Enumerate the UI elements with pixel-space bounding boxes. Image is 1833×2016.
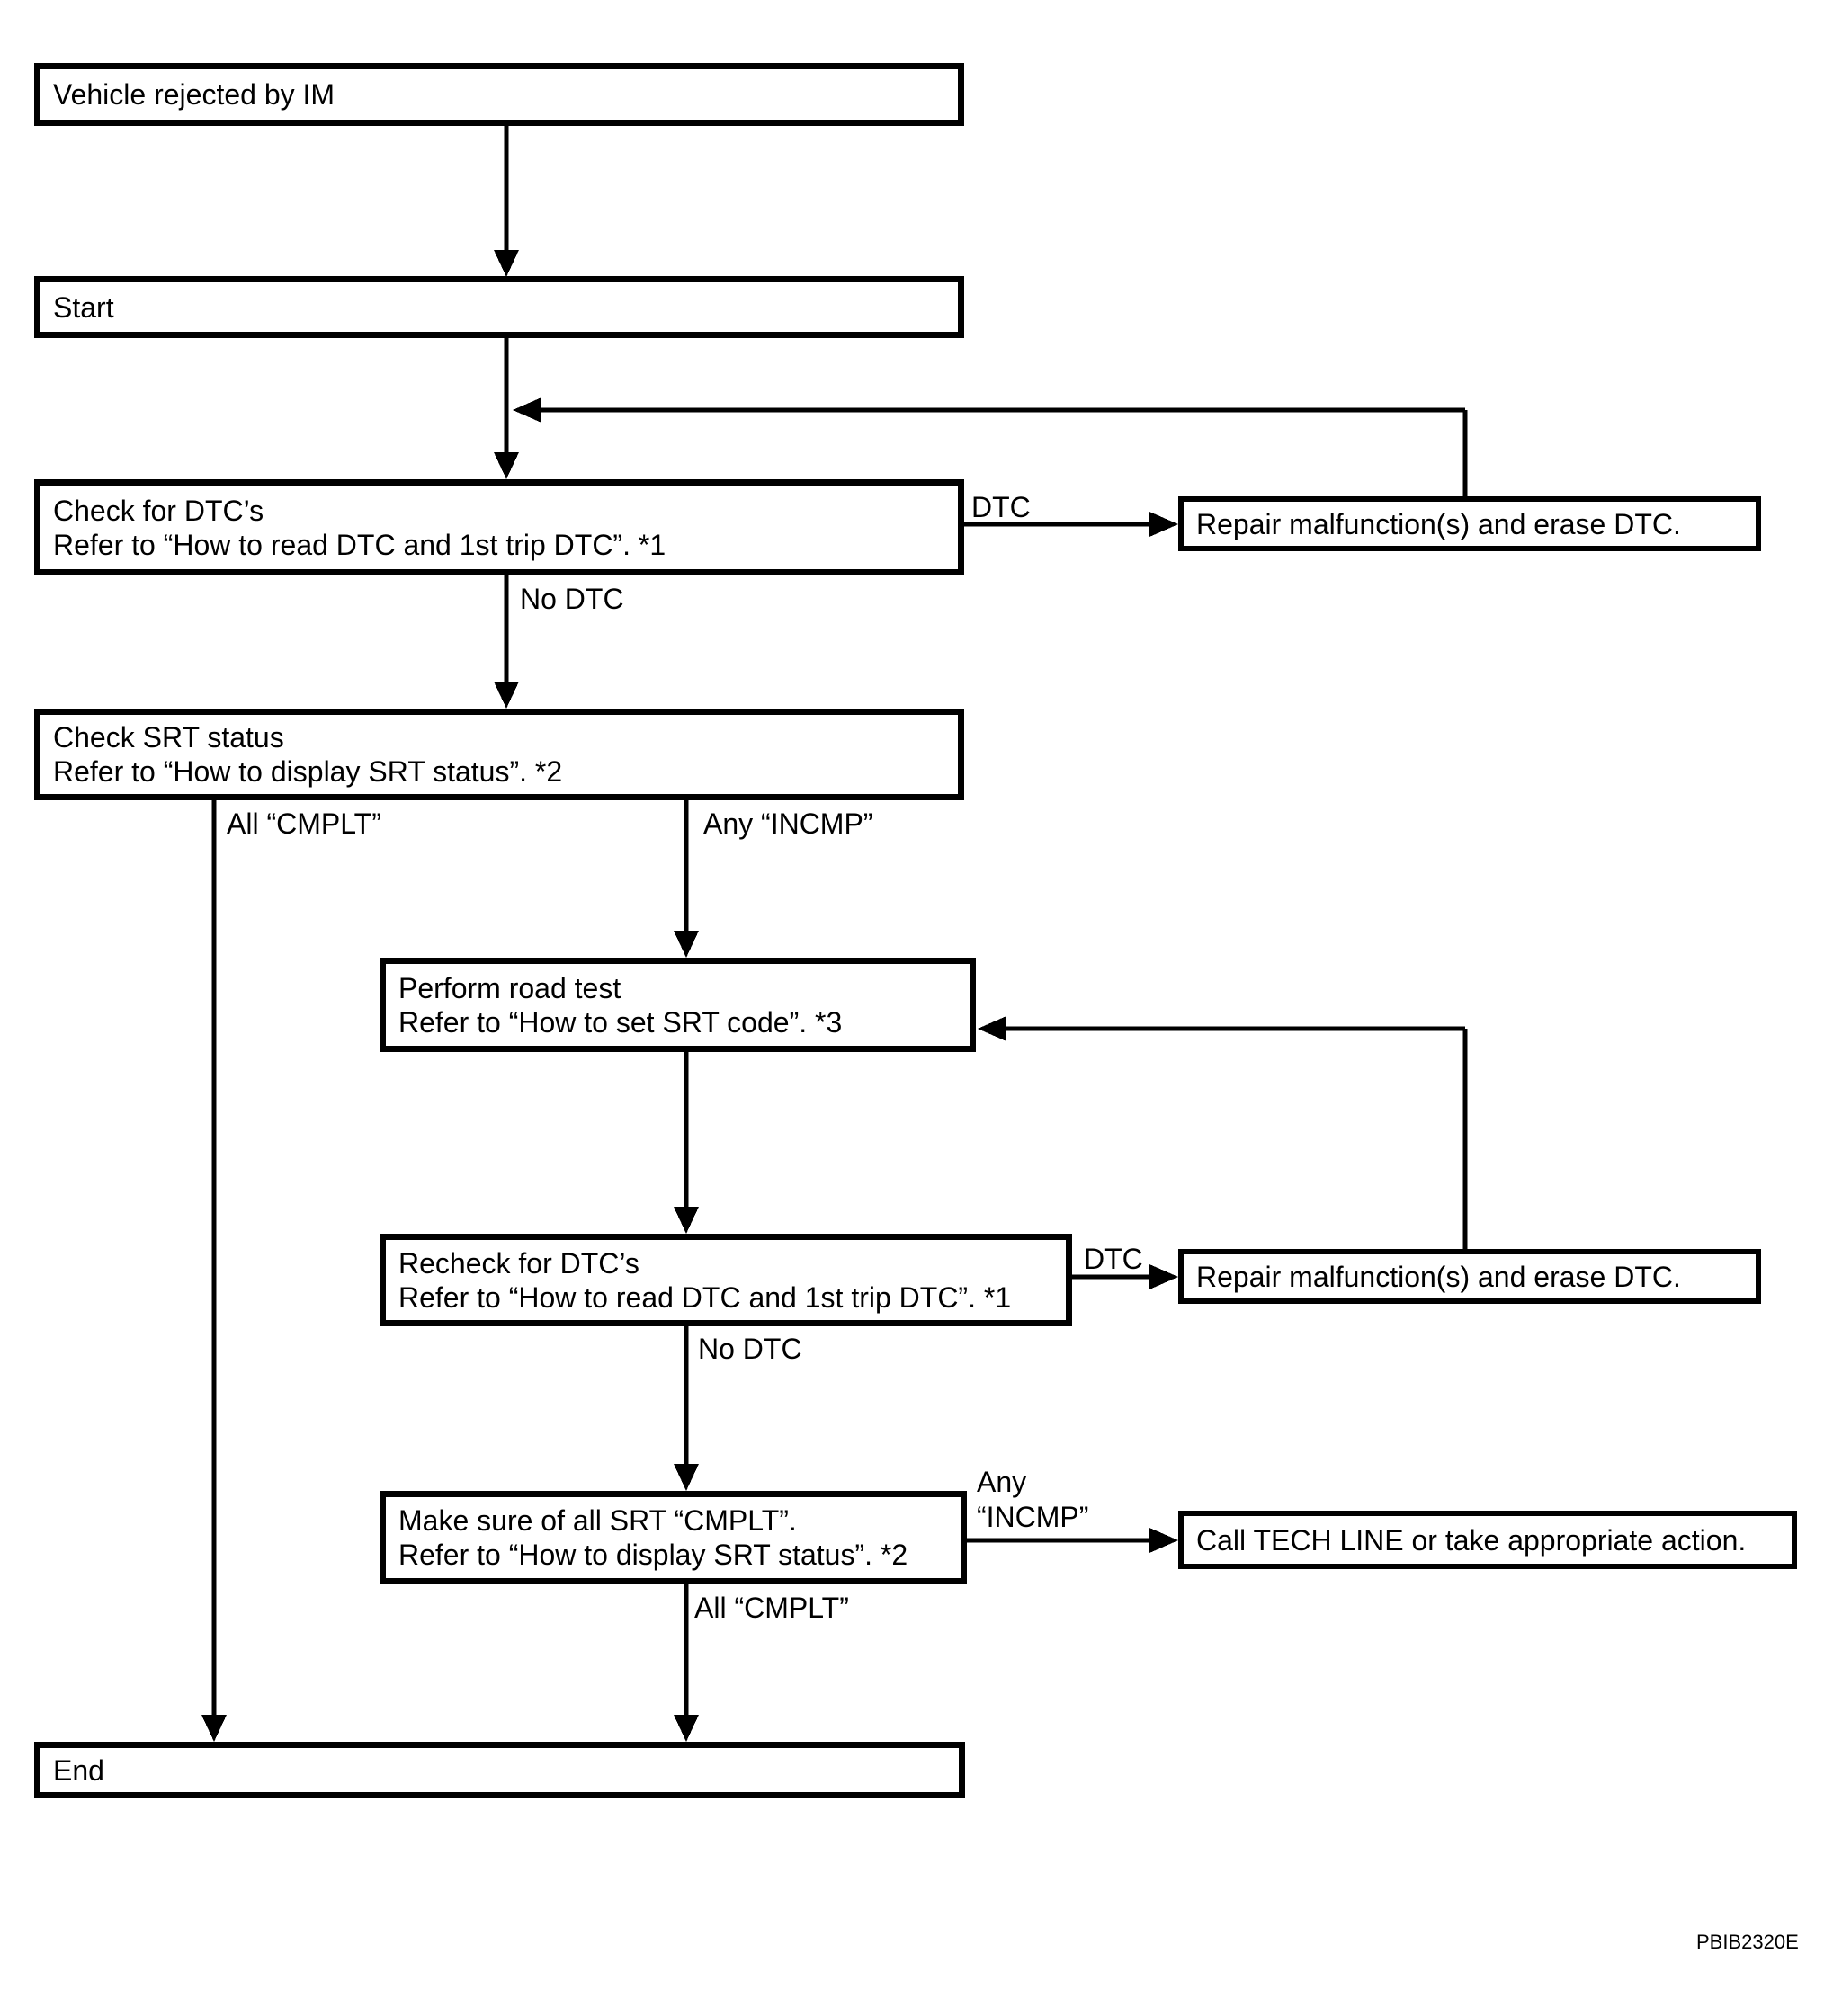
edge-label-no-dtc-2: No DTC bbox=[698, 1333, 802, 1365]
flowchart-node-repair-2: Repair malfunction(s) and erase DTC. bbox=[1178, 1249, 1761, 1304]
node-text: Recheck for DTC’s bbox=[398, 1246, 639, 1280]
node-text: Make sure of all SRT “CMPLT”. bbox=[398, 1504, 797, 1537]
flowchart-node-repair-1: Repair malfunction(s) and erase DTC. bbox=[1178, 496, 1761, 551]
node-text: Refer to “How to display SRT status”. *2 bbox=[53, 755, 563, 788]
arrowhead-down bbox=[494, 682, 519, 709]
node-text: Refer to “How to read DTC and 1st trip D… bbox=[398, 1280, 1012, 1314]
edge-label-any-incmp-2-line1: Any bbox=[977, 1466, 1027, 1498]
arrowhead-down bbox=[674, 1464, 699, 1491]
node-text: Repair malfunction(s) and erase DTC. bbox=[1196, 507, 1681, 540]
node-text: Start bbox=[53, 290, 114, 324]
arrowhead-right bbox=[1149, 1264, 1178, 1289]
node-text: Refer to “How to read DTC and 1st trip D… bbox=[53, 528, 666, 561]
arrowhead-down bbox=[674, 931, 699, 958]
arrowhead-down bbox=[494, 250, 519, 277]
flowchart-node-check-dtc: Check for DTC’s Refer to “How to read DT… bbox=[34, 479, 964, 575]
edge-label-dtc-2: DTC bbox=[1084, 1243, 1143, 1275]
flowchart-node-road-test: Perform road test Refer to “How to set S… bbox=[380, 958, 976, 1052]
flowchart-node-check-srt: Check SRT status Refer to “How to displa… bbox=[34, 709, 964, 800]
arrowhead-down bbox=[674, 1207, 699, 1234]
node-text: Check for DTC’s bbox=[53, 494, 264, 527]
edge-label-all-cmplt-2: All “CMPLT” bbox=[694, 1592, 849, 1624]
node-text: Refer to “How to display SRT status”. *2 bbox=[398, 1539, 908, 1571]
edge-label-no-dtc-1: No DTC bbox=[520, 583, 624, 615]
edge-label-any-incmp-1: Any “INCMP” bbox=[703, 807, 873, 840]
node-text: End bbox=[53, 1753, 104, 1787]
edge-label-any-incmp-2-line2: “INCMP” bbox=[977, 1501, 1089, 1533]
arrowhead-down bbox=[201, 1715, 227, 1742]
edge-label-dtc-1: DTC bbox=[971, 491, 1031, 523]
node-text: Check SRT status bbox=[53, 721, 284, 754]
node-text: Perform road test bbox=[398, 971, 621, 1004]
arrowhead-right bbox=[1149, 512, 1178, 537]
arrowhead-left bbox=[513, 397, 541, 423]
node-text: Repair malfunction(s) and erase DTC. bbox=[1196, 1260, 1681, 1293]
node-text: Refer to “How to set SRT code”. *3 bbox=[398, 1005, 843, 1039]
figure-code: PBIB2320E bbox=[1696, 1931, 1799, 1953]
flowchart-node-call-tech-line: Call TECH LINE or take appropriate actio… bbox=[1178, 1511, 1797, 1569]
flowchart-node-start: Start bbox=[34, 276, 964, 338]
node-text: Call TECH LINE or take appropriate actio… bbox=[1196, 1523, 1747, 1557]
flowchart-node-end: End bbox=[34, 1742, 965, 1798]
edge-label-all-cmplt-left: All “CMPLT” bbox=[227, 807, 381, 840]
flowchart-node-make-sure-srt: Make sure of all SRT “CMPLT”. Refer to “… bbox=[380, 1491, 967, 1584]
arrowhead-left bbox=[978, 1016, 1006, 1041]
arrowhead-down bbox=[494, 452, 519, 479]
flowchart-node-recheck-dtc: Recheck for DTC’s Refer to “How to read … bbox=[380, 1234, 1072, 1326]
arrowhead-right bbox=[1149, 1528, 1178, 1553]
flowchart-node-vehicle-rejected: Vehicle rejected by IM bbox=[34, 63, 964, 126]
node-text: Vehicle rejected by IM bbox=[53, 78, 335, 111]
arrowhead-down bbox=[674, 1715, 699, 1742]
